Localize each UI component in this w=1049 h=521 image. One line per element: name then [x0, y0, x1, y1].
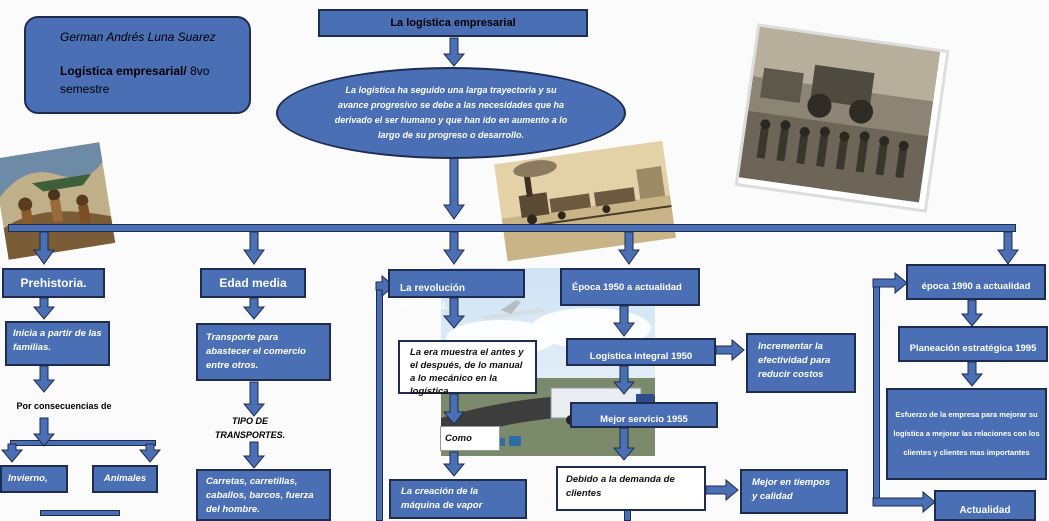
edad-media-purpose-box: Transporte para abastecer el comercio en… — [196, 323, 331, 381]
edad-media-heading: Edad media — [200, 268, 306, 298]
prehistoria-item-animales: Animales — [92, 465, 158, 493]
epoca-1950-service: Mejor servicio 1955 — [570, 402, 718, 428]
epoca-1950-integral-goal: Incrementar la efectividad para reducir … — [746, 333, 856, 393]
prehistoria-branch-line — [10, 440, 156, 446]
author-box: German Andrés Luna Suarez Logística empr… — [24, 16, 251, 114]
prehistoria-heading: Prehistoria. — [2, 268, 105, 298]
timeline-bar — [8, 224, 1016, 232]
prehistoria-item-invierno: Invierno, — [0, 465, 68, 493]
edad-media-types-box: Carretas, carretillas, caballos, barcos,… — [196, 469, 331, 521]
revolucion-era-box: La era muestra el antes y el después, de… — [398, 340, 537, 397]
epoca-1990-heading: época 1990 a actualidad — [906, 264, 1046, 300]
revolucion-creation-box: La creación de la máquina de vapor — [389, 479, 527, 519]
revolucion-heading: La revolución industrial. — [388, 269, 525, 312]
epoca-1990-planning: Planeación estratégica 1995 — [898, 326, 1048, 362]
semester-number: 8vo — [190, 64, 210, 78]
epoca-1950-demand-goal: Mejor en tiempos y calidad — [740, 469, 848, 514]
course-name: Logística empresarial/ — [60, 64, 187, 78]
epoca-1990-current: Actualidad — [934, 490, 1036, 521]
course-line: Logística empresarial/ 8vo — [60, 64, 250, 78]
epoca-1950-demand: Debido a la demanda de clientes — [556, 466, 706, 511]
title-box: La logística empresarial — [318, 9, 588, 37]
author-name: German Andrés Luna Suarez — [60, 30, 216, 44]
page-title: La logística empresarial — [390, 17, 516, 29]
epoca-1990-effort: Esfuerzo de la empresa para mejorar su l… — [886, 388, 1047, 480]
epoca-1950-heading: Época 1950 a actualidad — [560, 268, 700, 306]
prehistoria-start-box: Inicia a partir de las familias. — [5, 321, 110, 366]
semester-word: semestre — [60, 82, 110, 96]
epoca-1950-integral: Logística integral 1950 — [566, 338, 716, 366]
revolucion-como-box: Como — [440, 426, 500, 451]
prehistoria-consequence: Por consecuencias de — [16, 401, 112, 411]
edad-media-types-title: TIPO DE TRANSPORTES. — [214, 416, 286, 440]
intro-ellipse: La logística ha seguido una larga trayec… — [276, 67, 626, 159]
intro-text: La logística ha seguido una larga trayec… — [334, 85, 568, 140]
prehistoria-bottom-line — [40, 510, 120, 516]
vintage-truck-photo — [734, 23, 950, 213]
